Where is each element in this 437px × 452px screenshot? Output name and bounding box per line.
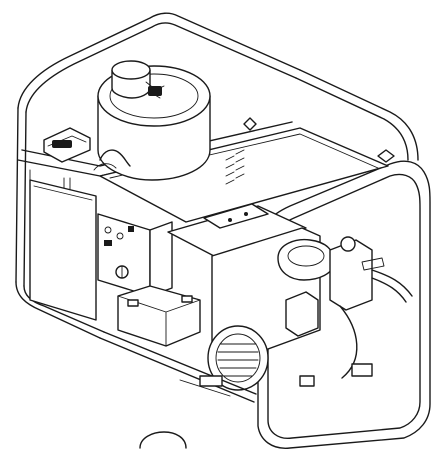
- control-panel-icon: [97, 213, 173, 297]
- fuel-tank-icon: [29, 179, 97, 321]
- wheel-icon: [139, 431, 187, 449]
- battery-icon: [117, 285, 201, 347]
- front-frame-icon: [257, 160, 431, 449]
- burner-tank-icon: [97, 60, 211, 181]
- pump-icon: [329, 236, 413, 379]
- base-frame-icon: [99, 331, 373, 403]
- engine-icon: [207, 227, 335, 391]
- engine-cover-icon: [167, 203, 307, 257]
- fuel-cap-icon: [43, 127, 131, 171]
- vent-slots-icon: [225, 149, 245, 185]
- top-deck-icon: [99, 117, 395, 223]
